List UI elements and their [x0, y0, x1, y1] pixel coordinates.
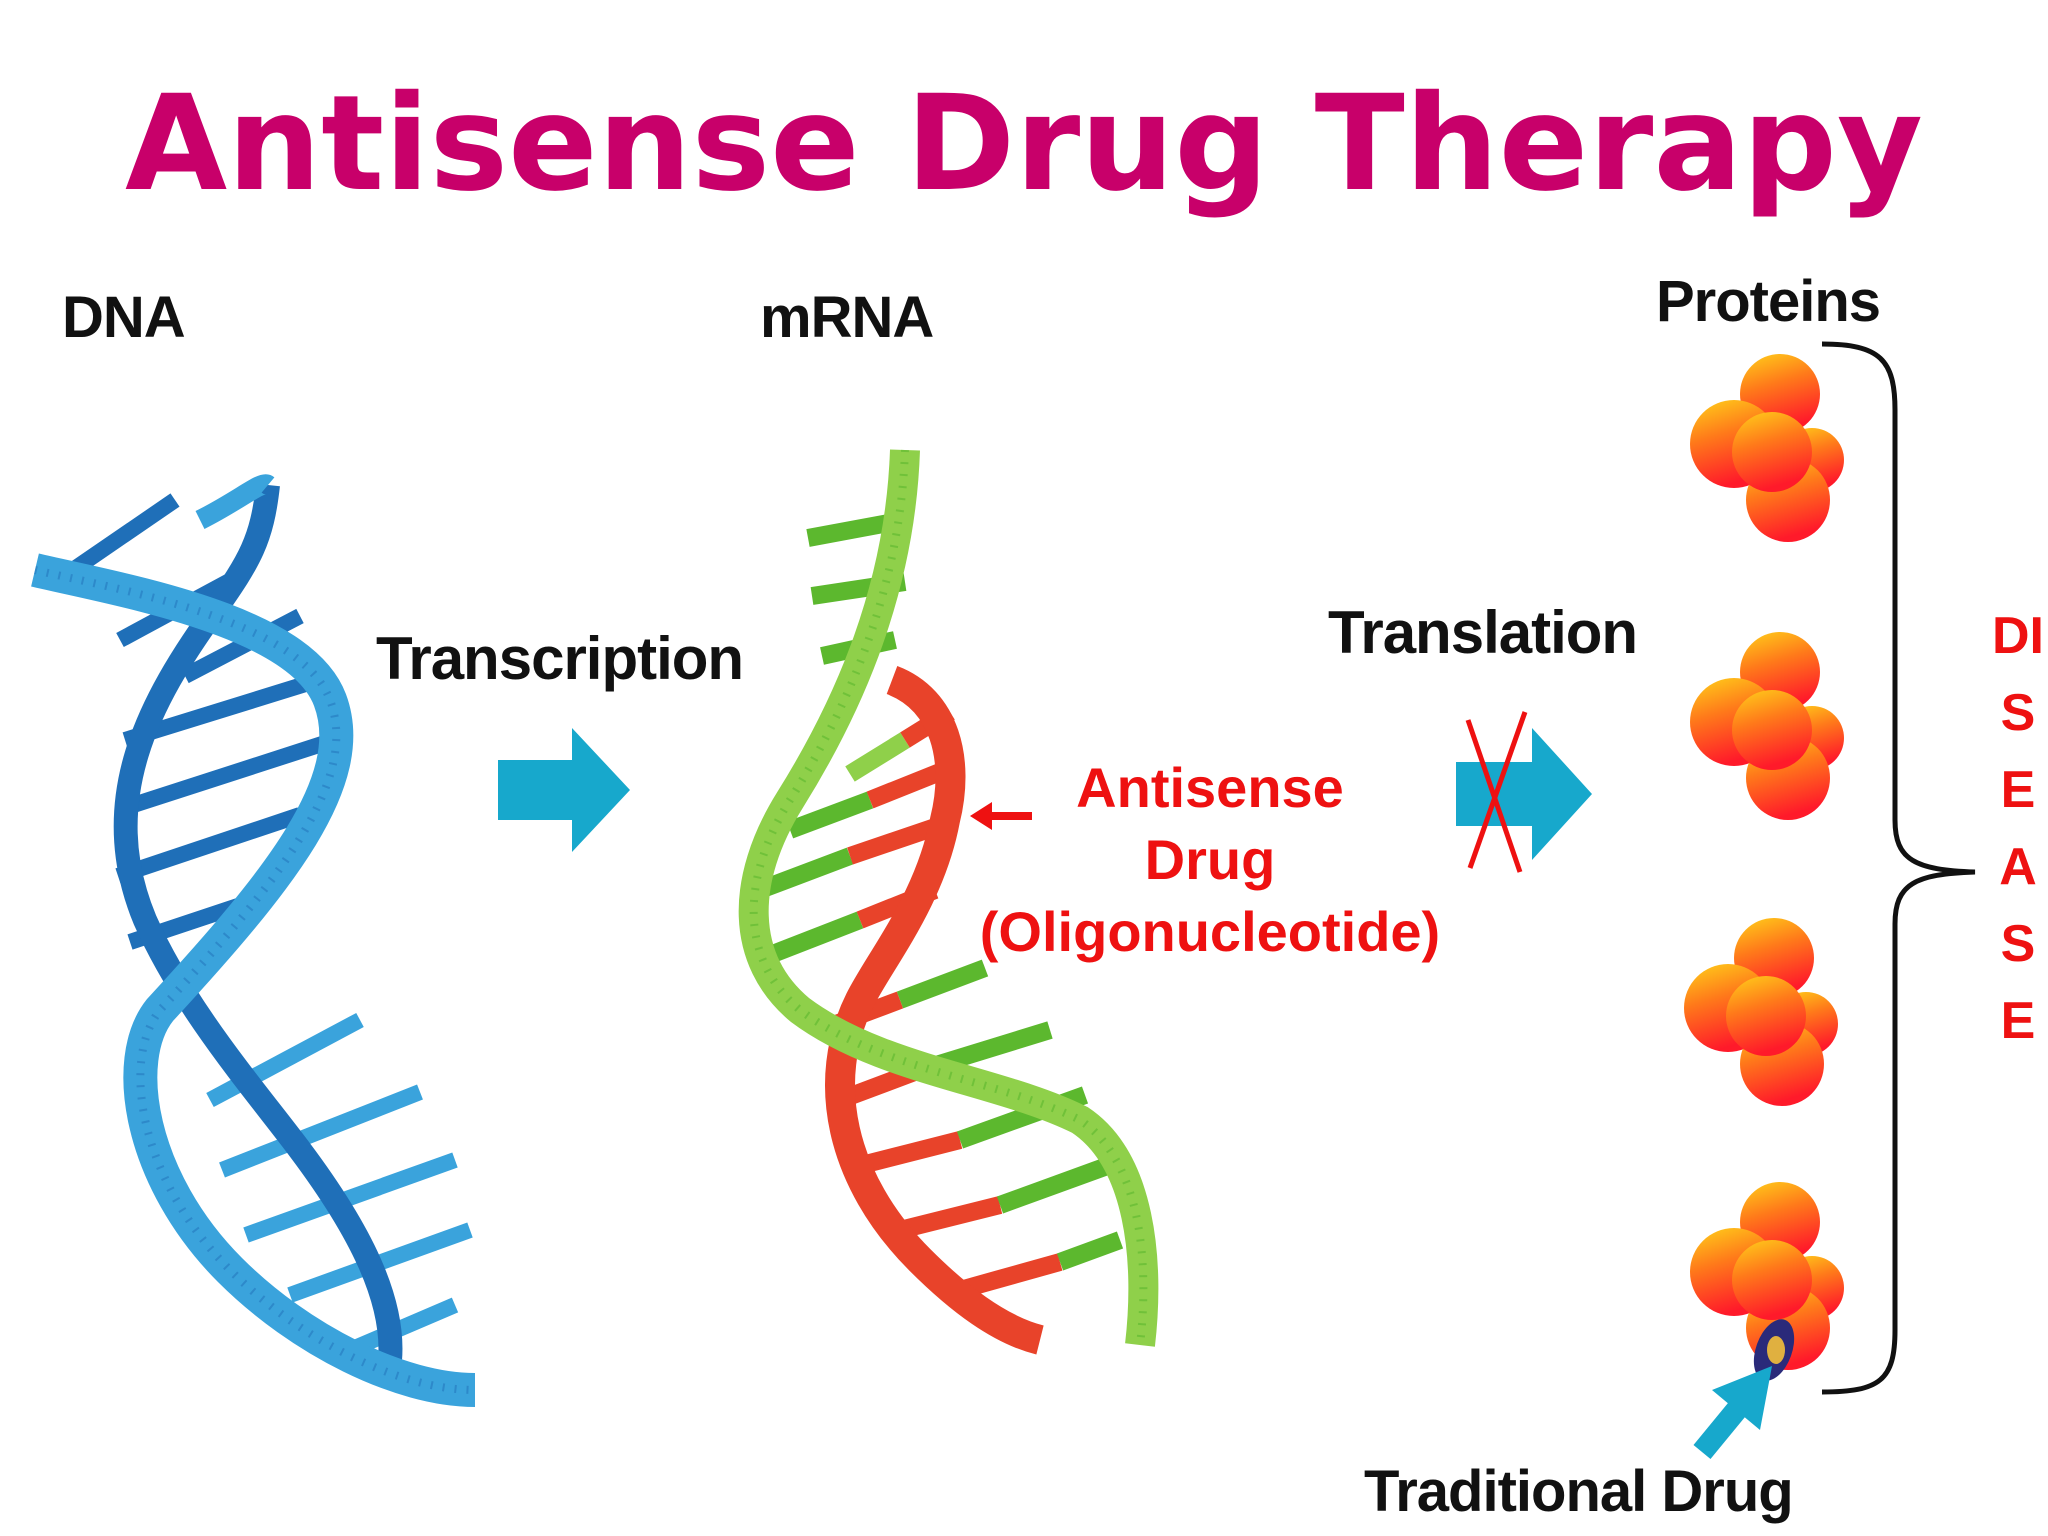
protein-icon	[1690, 354, 1844, 542]
arrow-icon	[498, 728, 630, 852]
disease-label: DISEASE	[1992, 607, 2044, 1050]
arrow-icon	[1693, 1366, 1772, 1459]
translation-label: Translation	[1328, 599, 1638, 666]
mrna-helix-icon	[738, 449, 1159, 1355]
protein-icon	[1684, 918, 1838, 1106]
antisense-label-line2: Drug	[1144, 828, 1276, 891]
antisense-pointer-arrow	[970, 802, 1032, 830]
transcription-label: Transcription	[376, 625, 744, 692]
cross-icon	[1465, 711, 1528, 873]
drug-molecule-icon	[1753, 1319, 1795, 1381]
page-title: Antisense Drug Therapy	[125, 67, 1923, 221]
antisense-label-line1: Antisense	[1076, 756, 1344, 819]
protein-icon	[1690, 632, 1844, 820]
mrna-label: mRNA	[760, 285, 934, 350]
antisense-drug-label: Antisense Drug (Oligonucleotide)	[940, 752, 1480, 968]
antisense-label-line3: (Oligonucleotide)	[979, 900, 1441, 963]
traditional-drug-label: Traditional Drug	[1364, 1459, 1794, 1524]
arrow-icon	[1456, 728, 1592, 860]
dna-helix-icon	[31, 474, 476, 1407]
brace-icon	[1821, 341, 1976, 1395]
proteins-label: Proteins	[1656, 269, 1881, 334]
dna-label: DNA	[62, 285, 186, 350]
